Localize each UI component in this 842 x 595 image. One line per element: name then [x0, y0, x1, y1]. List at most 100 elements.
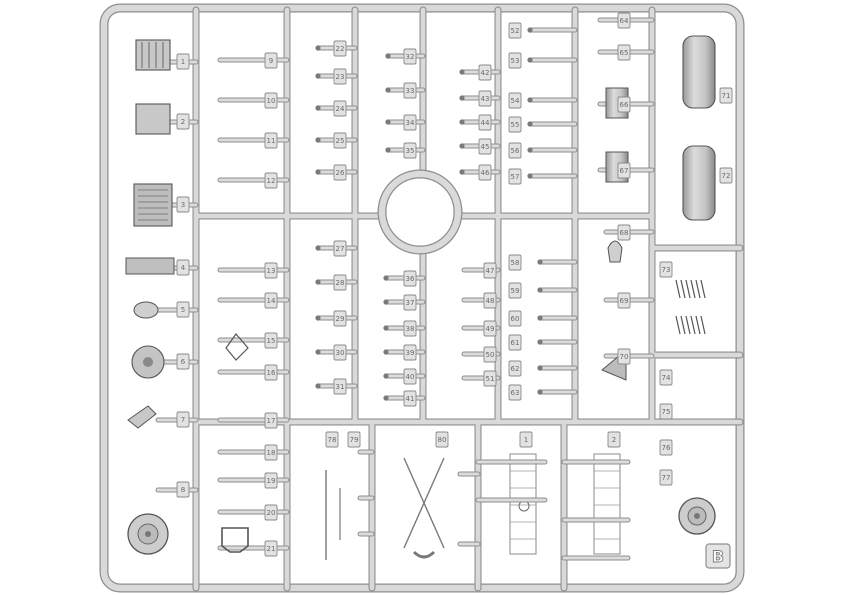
small-part: [385, 87, 391, 93]
number-tab: 58: [508, 254, 522, 271]
small-part: [459, 143, 465, 149]
number-tab-box: [176, 113, 190, 130]
number-tab-box: [264, 172, 278, 189]
number-tab: 22: [333, 40, 347, 57]
number-tab: 80: [435, 431, 449, 448]
small-part: [315, 349, 321, 355]
number-tab: 5: [176, 301, 190, 318]
number-tab-label: 22: [336, 45, 345, 53]
number-tab-label: 11: [267, 137, 276, 145]
spring-coil: [675, 315, 681, 335]
number-tab-label: 1: [524, 436, 528, 444]
number-tab-label: 1: [181, 58, 185, 66]
number-tab: 62: [508, 360, 522, 377]
number-tab-box: [176, 411, 190, 428]
number-tab-box: [403, 344, 417, 361]
number-tab-label: 3: [181, 201, 185, 209]
number-tab: 52: [508, 22, 522, 39]
number-tab: 2: [607, 431, 621, 448]
number-tab-box: [508, 310, 522, 327]
number-tab: 75: [659, 403, 673, 420]
number-tab-box: [483, 262, 497, 279]
number-tab: 40: [403, 368, 417, 385]
number-tab-label: 62: [511, 365, 520, 373]
number-tab-label: 54: [511, 97, 520, 105]
number-tab: 6: [176, 353, 190, 370]
round-part: [133, 301, 159, 319]
number-tab-box: [435, 431, 449, 448]
number-tab: 64: [617, 12, 631, 29]
small-part: [527, 121, 533, 127]
number-tab: 57: [508, 168, 522, 185]
number-tab-label: 79: [350, 436, 359, 444]
number-tab-box: [325, 431, 339, 448]
link-part: [225, 333, 249, 361]
number-tab: 56: [508, 142, 522, 159]
number-tab-box: [403, 114, 417, 131]
number-tab-label: 32: [406, 53, 415, 61]
number-tab: 76: [659, 439, 673, 456]
number-tab-label: 52: [511, 27, 520, 35]
number-tab: 50: [483, 346, 497, 363]
number-tab-box: [508, 168, 522, 185]
spring-coil: [680, 315, 686, 335]
number-tab-label: 56: [511, 147, 520, 155]
number-tab: 73: [659, 261, 673, 278]
number-tab-label: 9: [269, 57, 273, 65]
small-part: [385, 119, 391, 125]
number-tab: 12: [264, 172, 278, 189]
small-part: [459, 119, 465, 125]
number-tab-label: 12: [267, 177, 276, 185]
frame-part: [593, 453, 621, 555]
number-tab-label: 42: [481, 69, 490, 77]
number-tab-box: [659, 403, 673, 420]
number-tab-label: 26: [336, 169, 345, 177]
number-tab-box: [519, 431, 533, 448]
number-tab: 24: [333, 100, 347, 117]
number-tab-box: [333, 240, 347, 257]
number-tab: 21: [264, 540, 278, 557]
number-tab: 44: [478, 114, 492, 131]
number-tab-label: 38: [406, 325, 415, 333]
number-tab: 7: [176, 411, 190, 428]
number-tab: 69: [617, 292, 631, 309]
number-tab-box: [176, 259, 190, 276]
number-tab-label: 30: [336, 349, 345, 357]
small-part: [459, 169, 465, 175]
number-tab-box: [508, 92, 522, 109]
number-tab-box: [333, 274, 347, 291]
number-tab-label: 68: [620, 229, 629, 237]
number-tab-label: 49: [486, 325, 495, 333]
number-tab: 72: [719, 167, 733, 184]
number-tab-box: [333, 310, 347, 327]
number-tab-box: [508, 116, 522, 133]
number-tab: 33: [403, 82, 417, 99]
number-tab: 45: [478, 138, 492, 155]
lever-part: [127, 405, 157, 429]
small-part: [315, 279, 321, 285]
number-tab-box: [176, 481, 190, 498]
number-tab: 17: [264, 412, 278, 429]
number-tab: 49: [483, 320, 497, 337]
number-tab-label: 65: [620, 49, 629, 57]
bell-part: [607, 240, 623, 263]
small-part: [527, 173, 533, 179]
small-part: [527, 57, 533, 63]
small-part: [315, 245, 321, 251]
number-tab-label: 4: [181, 264, 186, 272]
small-part: [537, 339, 543, 345]
number-tab-label: 15: [267, 337, 276, 345]
number-tab-label: 64: [620, 17, 629, 25]
number-tab-label: 45: [481, 143, 490, 151]
spring-coil: [685, 279, 691, 299]
number-tab: 38: [403, 320, 417, 337]
number-tab-box: [617, 224, 631, 241]
small-part: [315, 169, 321, 175]
radiator-part: [133, 183, 173, 227]
fuel-tank-part: [682, 145, 716, 221]
number-tab-box: [264, 444, 278, 461]
brace-part: [403, 457, 445, 549]
number-tab: 39: [403, 344, 417, 361]
number-tab-label: 66: [620, 101, 629, 109]
small-part: [527, 27, 533, 33]
